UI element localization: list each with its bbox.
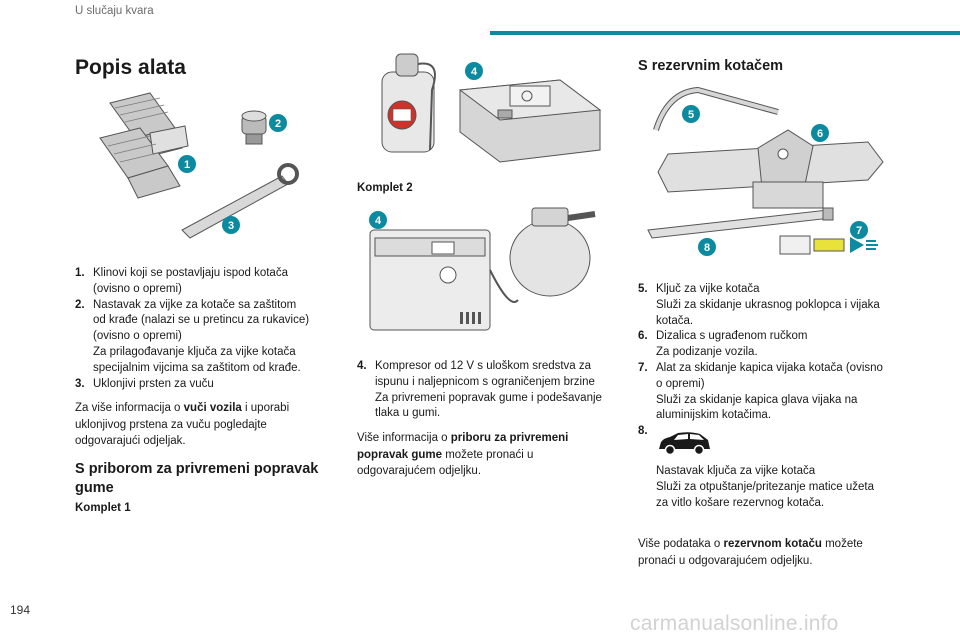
list-item: 1.Klinovi koji se postavljaju ispod kota… [75,267,288,295]
figure-kit-2: 4 [360,200,610,350]
page-number: 194 [10,603,31,617]
list-item: 7.Alat za skidanje kapica vijaka kotača … [638,361,883,422]
kit-2-label: Komplet 2 [357,182,413,194]
figure-callout-7: 7 [856,225,862,237]
repair-kit-paragraph: Više informacija o priboru za privremeni… [357,432,569,477]
header-accent-bar [490,31,960,35]
figure-callout-6: 6 [817,128,823,140]
figure-callout-2: 2 [275,118,281,130]
figure-callout-4a: 4 [471,66,478,78]
figure-tools-1-3: 1 2 3 [90,88,305,248]
tool-list-1: 1.Klinovi koji se postavljaju ispod kota… [75,266,330,392]
figure-callout-8: 8 [704,242,710,254]
tool-list-2: 4.Kompresor od 12 V s uloškom sredstva z… [357,359,622,422]
page-title: Popis alata [75,56,186,79]
figure-callout-4b: 4 [375,215,382,227]
towing-paragraph: Za više informacija o vuči vozila i upor… [75,402,290,447]
list-item: 4.Kompresor od 12 V s uloškom sredstva z… [357,360,602,420]
figure-spare-wheel-tools: 5 6 7 8 [638,82,898,272]
section-title-spare-wheel: S rezervnim kotačem [638,58,784,74]
figure-callout-3: 3 [228,220,234,232]
kit-1-label: Komplet 1 [75,502,131,514]
list-item: 3.Uklonjivi prsten za vuču [75,377,214,390]
figure-kit-1: 4 [360,50,610,168]
running-header: U slučaju kvara [75,5,154,17]
car-icon [656,424,923,464]
spare-wheel-paragraph: Više podataka o rezervnom kotaču možete … [638,538,863,567]
figure-callout-1: 1 [184,159,190,171]
list-item: 2.Nastavak za vijke za kotače sa zaštito… [75,298,310,374]
watermark: carmanualsonline.info [630,612,839,635]
figure-callout-5: 5 [688,109,694,121]
section-title-repair-kit: S priborom za privremeni popravak gume [75,461,319,496]
